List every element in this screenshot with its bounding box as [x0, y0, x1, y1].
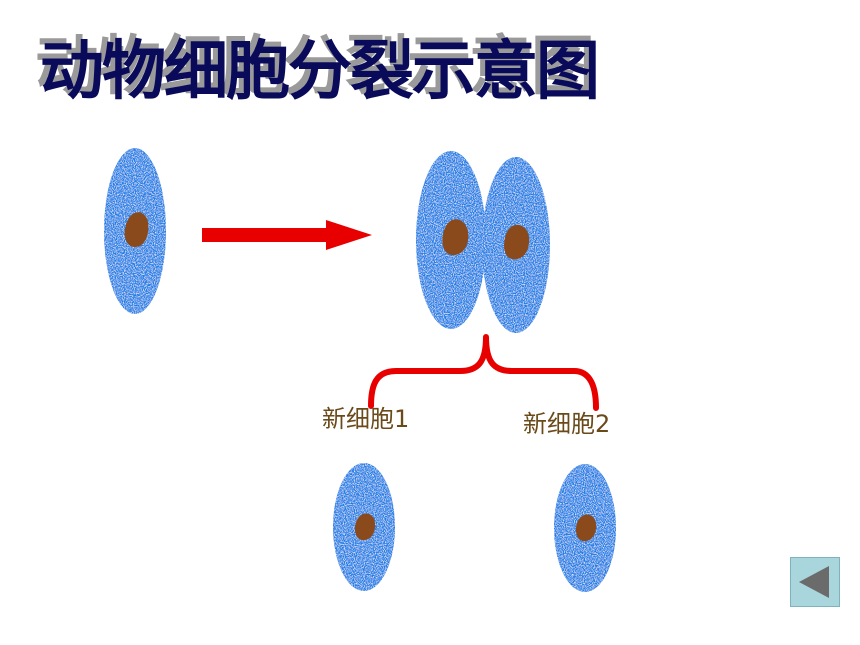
- brace: [368, 334, 599, 411]
- dividing-cell-left: [416, 151, 486, 329]
- nucleus: [575, 514, 597, 542]
- nucleus: [504, 224, 530, 260]
- dividing-cell-right: [482, 157, 550, 333]
- nucleus: [354, 513, 376, 541]
- back-button[interactable]: [790, 557, 840, 607]
- new-cell-1: [333, 463, 395, 591]
- page-title: 动物细胞分裂示意图: [40, 35, 600, 109]
- new-cell-2-label: 新细胞2: [523, 410, 611, 438]
- new-cell-1-label: 新细胞1: [322, 405, 410, 433]
- nucleus: [124, 212, 149, 248]
- triangle-left-icon: [799, 566, 829, 598]
- original-cell: [104, 148, 166, 314]
- new-cell-2: [554, 464, 616, 592]
- nucleus: [442, 219, 469, 256]
- division-arrow: [202, 220, 372, 250]
